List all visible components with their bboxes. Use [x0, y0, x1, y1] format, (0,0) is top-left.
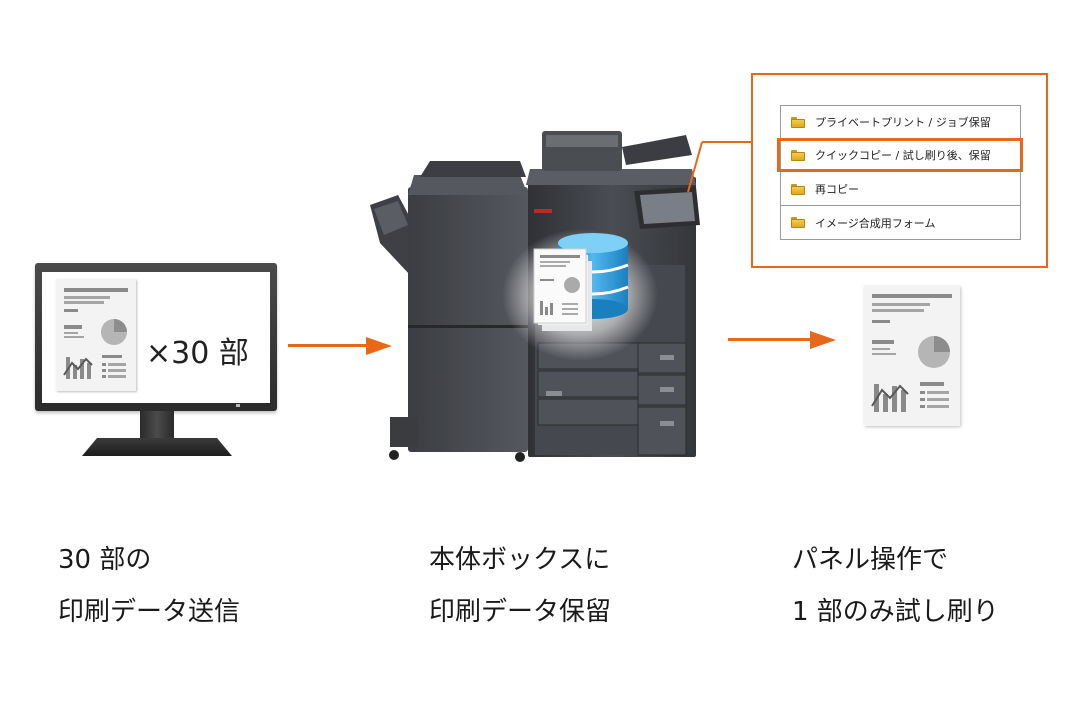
- folder-item-label: 再コピー: [815, 183, 859, 196]
- caption-line: 1 部のみ試し刷り: [792, 597, 999, 627]
- folder-item-label: プライベートプリント / ジョブ保留: [815, 116, 991, 129]
- folder-icon: [791, 149, 805, 161]
- caption-send: 30 部の 印刷データ送信: [58, 534, 240, 638]
- caption-line: 印刷データ送信: [58, 597, 241, 627]
- document-icon: [533, 248, 592, 331]
- document-icon: [56, 279, 136, 391]
- folder-item-form-overlay[interactable]: イメージ合成用フォーム: [781, 206, 1020, 239]
- monitor-led: [236, 404, 240, 407]
- caption-line: パネル操作で: [792, 545, 949, 575]
- pie-chart-icon: [918, 336, 950, 368]
- arrow-to-printer: [288, 344, 368, 347]
- arrow-to-output: [728, 338, 812, 341]
- folder-icon: [791, 217, 805, 228]
- caption-line: 印刷データ保留: [429, 597, 612, 627]
- folder-item-label: クイックコピー / 試し刷り後、保留: [815, 149, 991, 162]
- monitor-base: [82, 438, 232, 456]
- folder-item-private-print[interactable]: プライベートプリント / ジョブ保留: [781, 106, 1020, 139]
- pie-chart-icon: [101, 319, 127, 345]
- arrow-head-icon: [810, 331, 836, 349]
- caption-proof-print: パネル操作で 1 部のみ試し刷り: [792, 534, 999, 638]
- folder-list: プライベートプリント / ジョブ保留 クイックコピー / 試し刷り後、保留 再コ…: [780, 105, 1021, 240]
- bar-chart-icon: [63, 357, 93, 379]
- bar-chart-icon: [871, 384, 909, 412]
- folder-icon: [791, 116, 805, 128]
- control-panel-icon: [634, 187, 700, 229]
- callout-connector: [687, 141, 752, 193]
- caption-line: 30 部の: [58, 545, 152, 575]
- copies-label: ×30 部: [146, 336, 249, 371]
- multifunction-printer: [370, 125, 710, 465]
- folder-item-recopy[interactable]: 再コピー: [781, 173, 1020, 206]
- caption-line: 本体ボックスに: [429, 545, 611, 575]
- folder-item-label: イメージ合成用フォーム: [815, 216, 936, 230]
- printed-copy: [864, 286, 960, 426]
- selected-folder-highlight: [777, 138, 1023, 172]
- arrow-head-icon: [366, 337, 392, 355]
- folder-icon: [791, 183, 805, 195]
- caption-store: 本体ボックスに 印刷データ保留: [429, 534, 611, 638]
